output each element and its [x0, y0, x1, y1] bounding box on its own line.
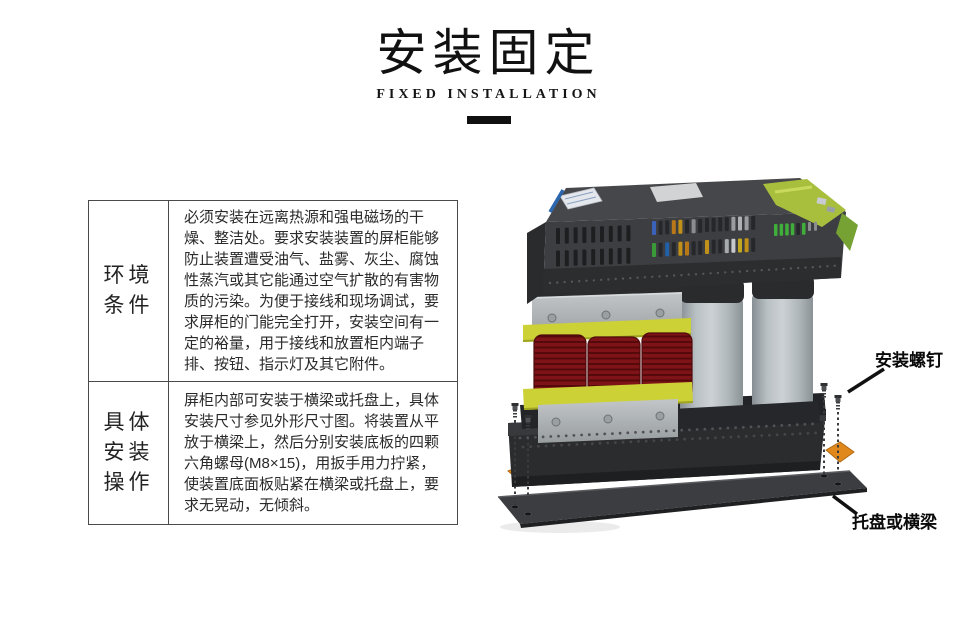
green-side-wedge [836, 213, 858, 251]
table-row-environment: 环境 条件 必须安装在远离热源和强电磁场的干燥、整洁处。要求安装装置的屏柜能够防… [88, 200, 458, 382]
tray-plate [497, 470, 867, 533]
tray-callout-label: 托盘或横梁 [852, 513, 937, 532]
leader-line-tray [831, 494, 859, 516]
page-subtitle: FIXED INSTALLATION [376, 87, 601, 102]
screws-callout-label: 安装螺钉 [875, 351, 943, 370]
page-header: 安装固定 FIXED INSTALLATION [0, 0, 977, 124]
nameplate [559, 187, 603, 210]
row-label-operation: 具体 安装 操作 [88, 381, 169, 525]
mounting-screw-icon [524, 415, 532, 512]
row-label-environment: 环境 条件 [88, 200, 169, 382]
row-content-environment: 必须安装在远离热源和强电磁场的干燥、整洁处。要求安装装置的屏柜能够防止装置遭受油… [168, 200, 458, 382]
mounting-screw-icon [511, 403, 519, 505]
table-row-operation: 具体 安装 操作 屏柜内部可安装于横梁或托盘上，具体安装尺寸参见外形尺寸图。将装… [88, 381, 458, 525]
page-title: 安装固定 [376, 25, 601, 81]
blue-marker [548, 189, 565, 213]
row-content-operation: 屏柜内部可安装于横梁或托盘上，具体安装尺寸参见外形尺寸图。将装置从平放于横梁上，… [168, 381, 458, 525]
capacitor-cylinders [672, 267, 820, 431]
top-panel [650, 183, 703, 202]
mounting-screw-icon [820, 383, 828, 474]
reactor [522, 292, 694, 443]
title-divider [466, 116, 511, 124]
device-drawing [497, 178, 885, 533]
mounting-screws [511, 383, 842, 512]
leader-line-screws [847, 367, 885, 394]
installation-spec-table: 环境 条件 必须安装在远离热源和强电磁场的干燥、整洁处。要求安装装置的屏柜能够防… [88, 200, 458, 525]
mounting-screw-icon [834, 395, 842, 482]
product-illustration: 安装螺钉 托盘或横梁 [490, 165, 977, 545]
